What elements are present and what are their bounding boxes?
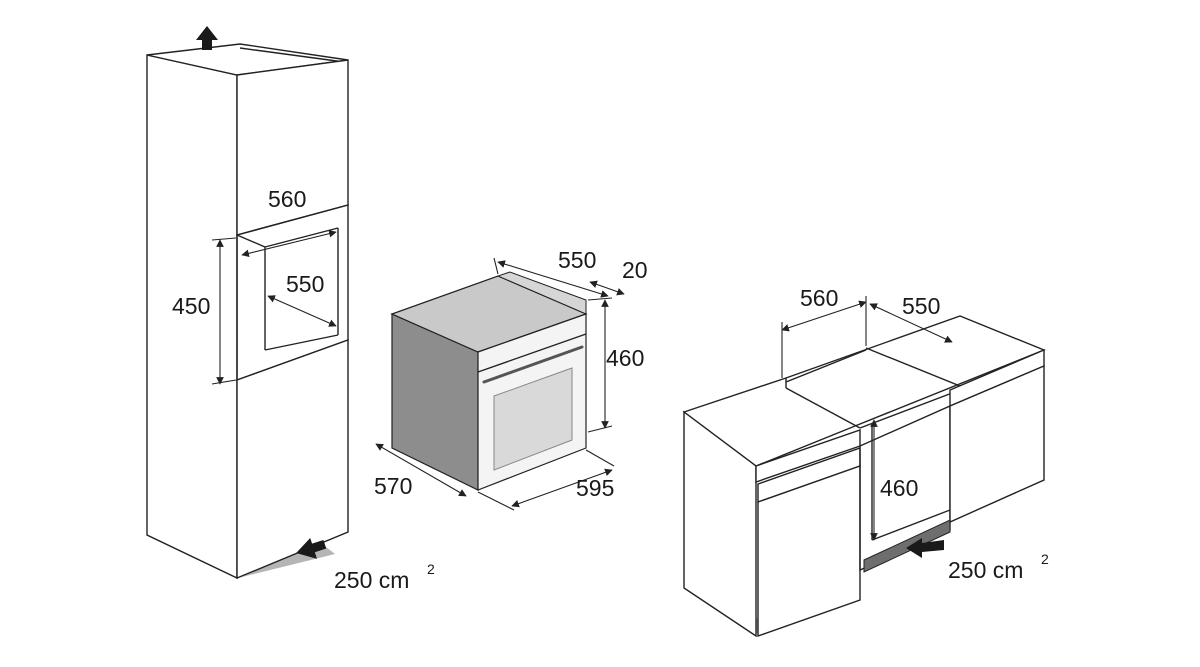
vent-area-exponent: 2 (427, 561, 435, 577)
oven-dim-label-570: 570 (374, 473, 412, 499)
oven-dim-label-550: 550 (558, 247, 596, 273)
dim-line-560 (241, 229, 337, 258)
base-dim-label-550: 550 (902, 293, 940, 319)
base-vent-area-label: 250 cm (948, 557, 1023, 583)
base-dim-line-560 (781, 300, 867, 332)
oven: 550 20 460 570 595 (374, 247, 648, 511)
base-cabinet-vent-grille (863, 519, 951, 573)
base-cabinet: 560 550 460 250 cm 2 (682, 285, 1049, 638)
oven-dim-label-20: 20 (622, 257, 648, 283)
tall-cabinet-lower-door (236, 339, 349, 580)
base-dim-label-460: 460 (880, 475, 918, 501)
vent-area-label: 250 cm (334, 567, 409, 593)
dim-label-560: 560 (268, 186, 306, 212)
base-cabinet-left-door (757, 465, 861, 637)
oven-dim-line-595 (511, 468, 613, 508)
oven-dim-label-460: 460 (606, 345, 644, 371)
base-vent-area-exponent: 2 (1041, 551, 1049, 567)
base-intake-arrow-icon (906, 538, 944, 558)
oven-window (493, 367, 573, 471)
oven-handle (482, 345, 584, 384)
base-cabinet-side (683, 410, 757, 638)
dim-label-550: 550 (286, 271, 324, 297)
dim-label-450: 450 (172, 293, 210, 319)
base-cabinet-right-door (949, 364, 1045, 524)
tall-cabinet: 560 550 450 250 cm 2 (146, 26, 435, 593)
oven-dim-line-20 (589, 280, 625, 296)
dim-line-550 (267, 295, 337, 327)
intake-arrow-icon (296, 537, 327, 559)
base-dim-line-550 (869, 303, 953, 343)
exhaust-arrow-icon (196, 26, 218, 50)
oven-dim-label-595: 595 (576, 475, 614, 501)
base-dim-label-560: 560 (800, 285, 838, 311)
oven-dim-line-570 (375, 443, 467, 497)
